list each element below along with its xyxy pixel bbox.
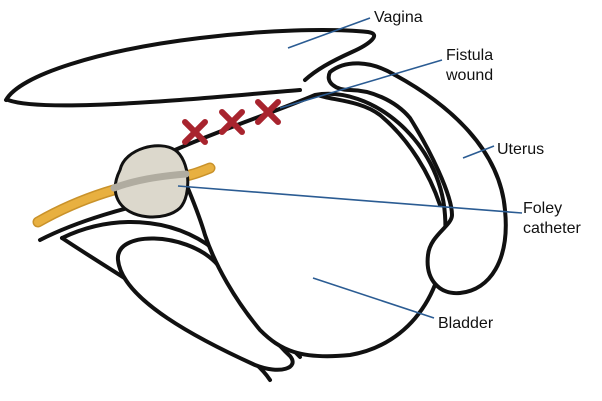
bladder-label: Bladder — [438, 314, 493, 334]
catheter-label-line-2: catheter — [523, 219, 581, 239]
fistula-label-line-1: Fistula — [446, 46, 493, 66]
catheter-label-line-1: Foley — [523, 199, 581, 219]
vagina-upper-outline — [6, 30, 374, 100]
uterus-label: Uterus — [497, 140, 544, 160]
fistula-wound-label: Fistula wound — [446, 46, 493, 86]
vagina-label: Vagina — [374, 8, 423, 28]
foley-catheter-label: Foley catheter — [523, 199, 581, 239]
fistula-label-line-2: wound — [446, 66, 493, 86]
